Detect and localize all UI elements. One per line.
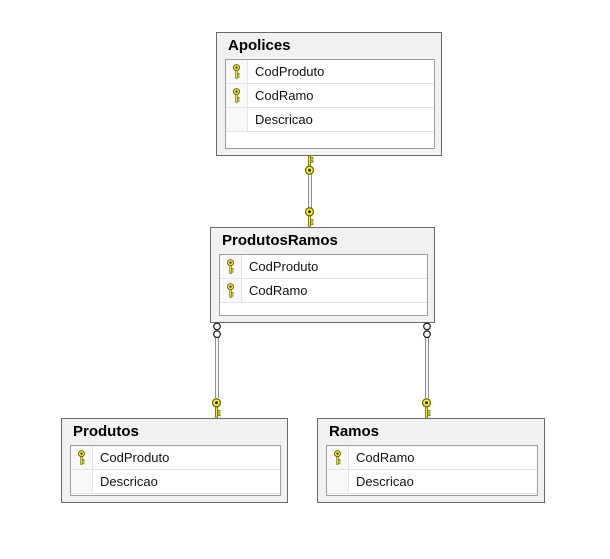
column-name: CodProduto	[255, 64, 325, 79]
column-codramo[interactable]: CodRamo	[327, 446, 537, 470]
column-name: Descricao	[356, 474, 414, 489]
icon-cell	[226, 108, 248, 131]
icon-cell	[220, 255, 242, 278]
infinity-many-end-icon	[422, 322, 432, 339]
column-codramo[interactable]: CodRamo	[226, 84, 434, 108]
primary-key-icon	[333, 450, 342, 465]
column-name: CodRamo	[255, 88, 314, 103]
column-grid: CodProduto CodRamo Descricao	[225, 59, 435, 149]
key-one-end-icon	[421, 398, 432, 418]
column-codramo[interactable]: CodRamo	[220, 279, 427, 303]
column-descricao[interactable]: Descricao	[327, 470, 537, 494]
icon-cell	[327, 470, 349, 493]
column-codproduto[interactable]: CodProduto	[71, 446, 280, 470]
column-name: Descricao	[255, 112, 313, 127]
icon-cell	[226, 84, 248, 107]
infinity-many-end-icon	[212, 322, 222, 339]
column-name: CodRamo	[249, 283, 308, 298]
primary-key-icon	[232, 88, 241, 103]
table-ramos[interactable]: Ramos CodRamo Descricao	[317, 418, 545, 503]
column-codproduto[interactable]: CodProduto	[220, 255, 427, 279]
table-title[interactable]: Produtos	[73, 423, 139, 440]
column-name: Descricao	[100, 474, 158, 489]
icon-cell	[327, 446, 349, 469]
column-name: CodProduto	[249, 259, 319, 274]
table-apolices[interactable]: Apolices CodProduto CodRamo Descricao	[216, 32, 442, 156]
column-name: CodRamo	[356, 450, 415, 465]
column-grid: CodProduto CodRamo	[219, 254, 428, 316]
icon-cell	[71, 446, 93, 469]
table-title[interactable]: Apolices	[228, 37, 291, 54]
icon-cell	[71, 470, 93, 493]
table-title[interactable]: Ramos	[329, 423, 380, 440]
column-codproduto[interactable]: CodProduto	[226, 60, 434, 84]
key-one-end-icon	[304, 155, 315, 175]
table-title[interactable]: ProdutosRamos	[222, 232, 338, 249]
relationship-line[interactable]	[215, 337, 219, 398]
column-grid: CodProduto Descricao	[70, 445, 281, 496]
primary-key-icon	[232, 64, 241, 79]
key-one-end-icon	[304, 207, 315, 227]
key-one-end-icon	[211, 398, 222, 418]
icon-cell	[226, 60, 248, 83]
column-descricao[interactable]: Descricao	[226, 108, 434, 132]
table-produtosramos[interactable]: ProdutosRamos CodProduto CodRamo	[210, 227, 435, 323]
table-produtos[interactable]: Produtos CodProduto Descricao	[61, 418, 288, 503]
relationship-line[interactable]	[425, 337, 429, 398]
relationship-line[interactable]	[308, 174, 312, 208]
primary-key-icon	[77, 450, 86, 465]
primary-key-icon	[226, 283, 235, 298]
column-name: CodProduto	[100, 450, 170, 465]
column-descricao[interactable]: Descricao	[71, 470, 280, 494]
column-grid: CodRamo Descricao	[326, 445, 538, 496]
icon-cell	[220, 279, 242, 302]
primary-key-icon	[226, 259, 235, 274]
